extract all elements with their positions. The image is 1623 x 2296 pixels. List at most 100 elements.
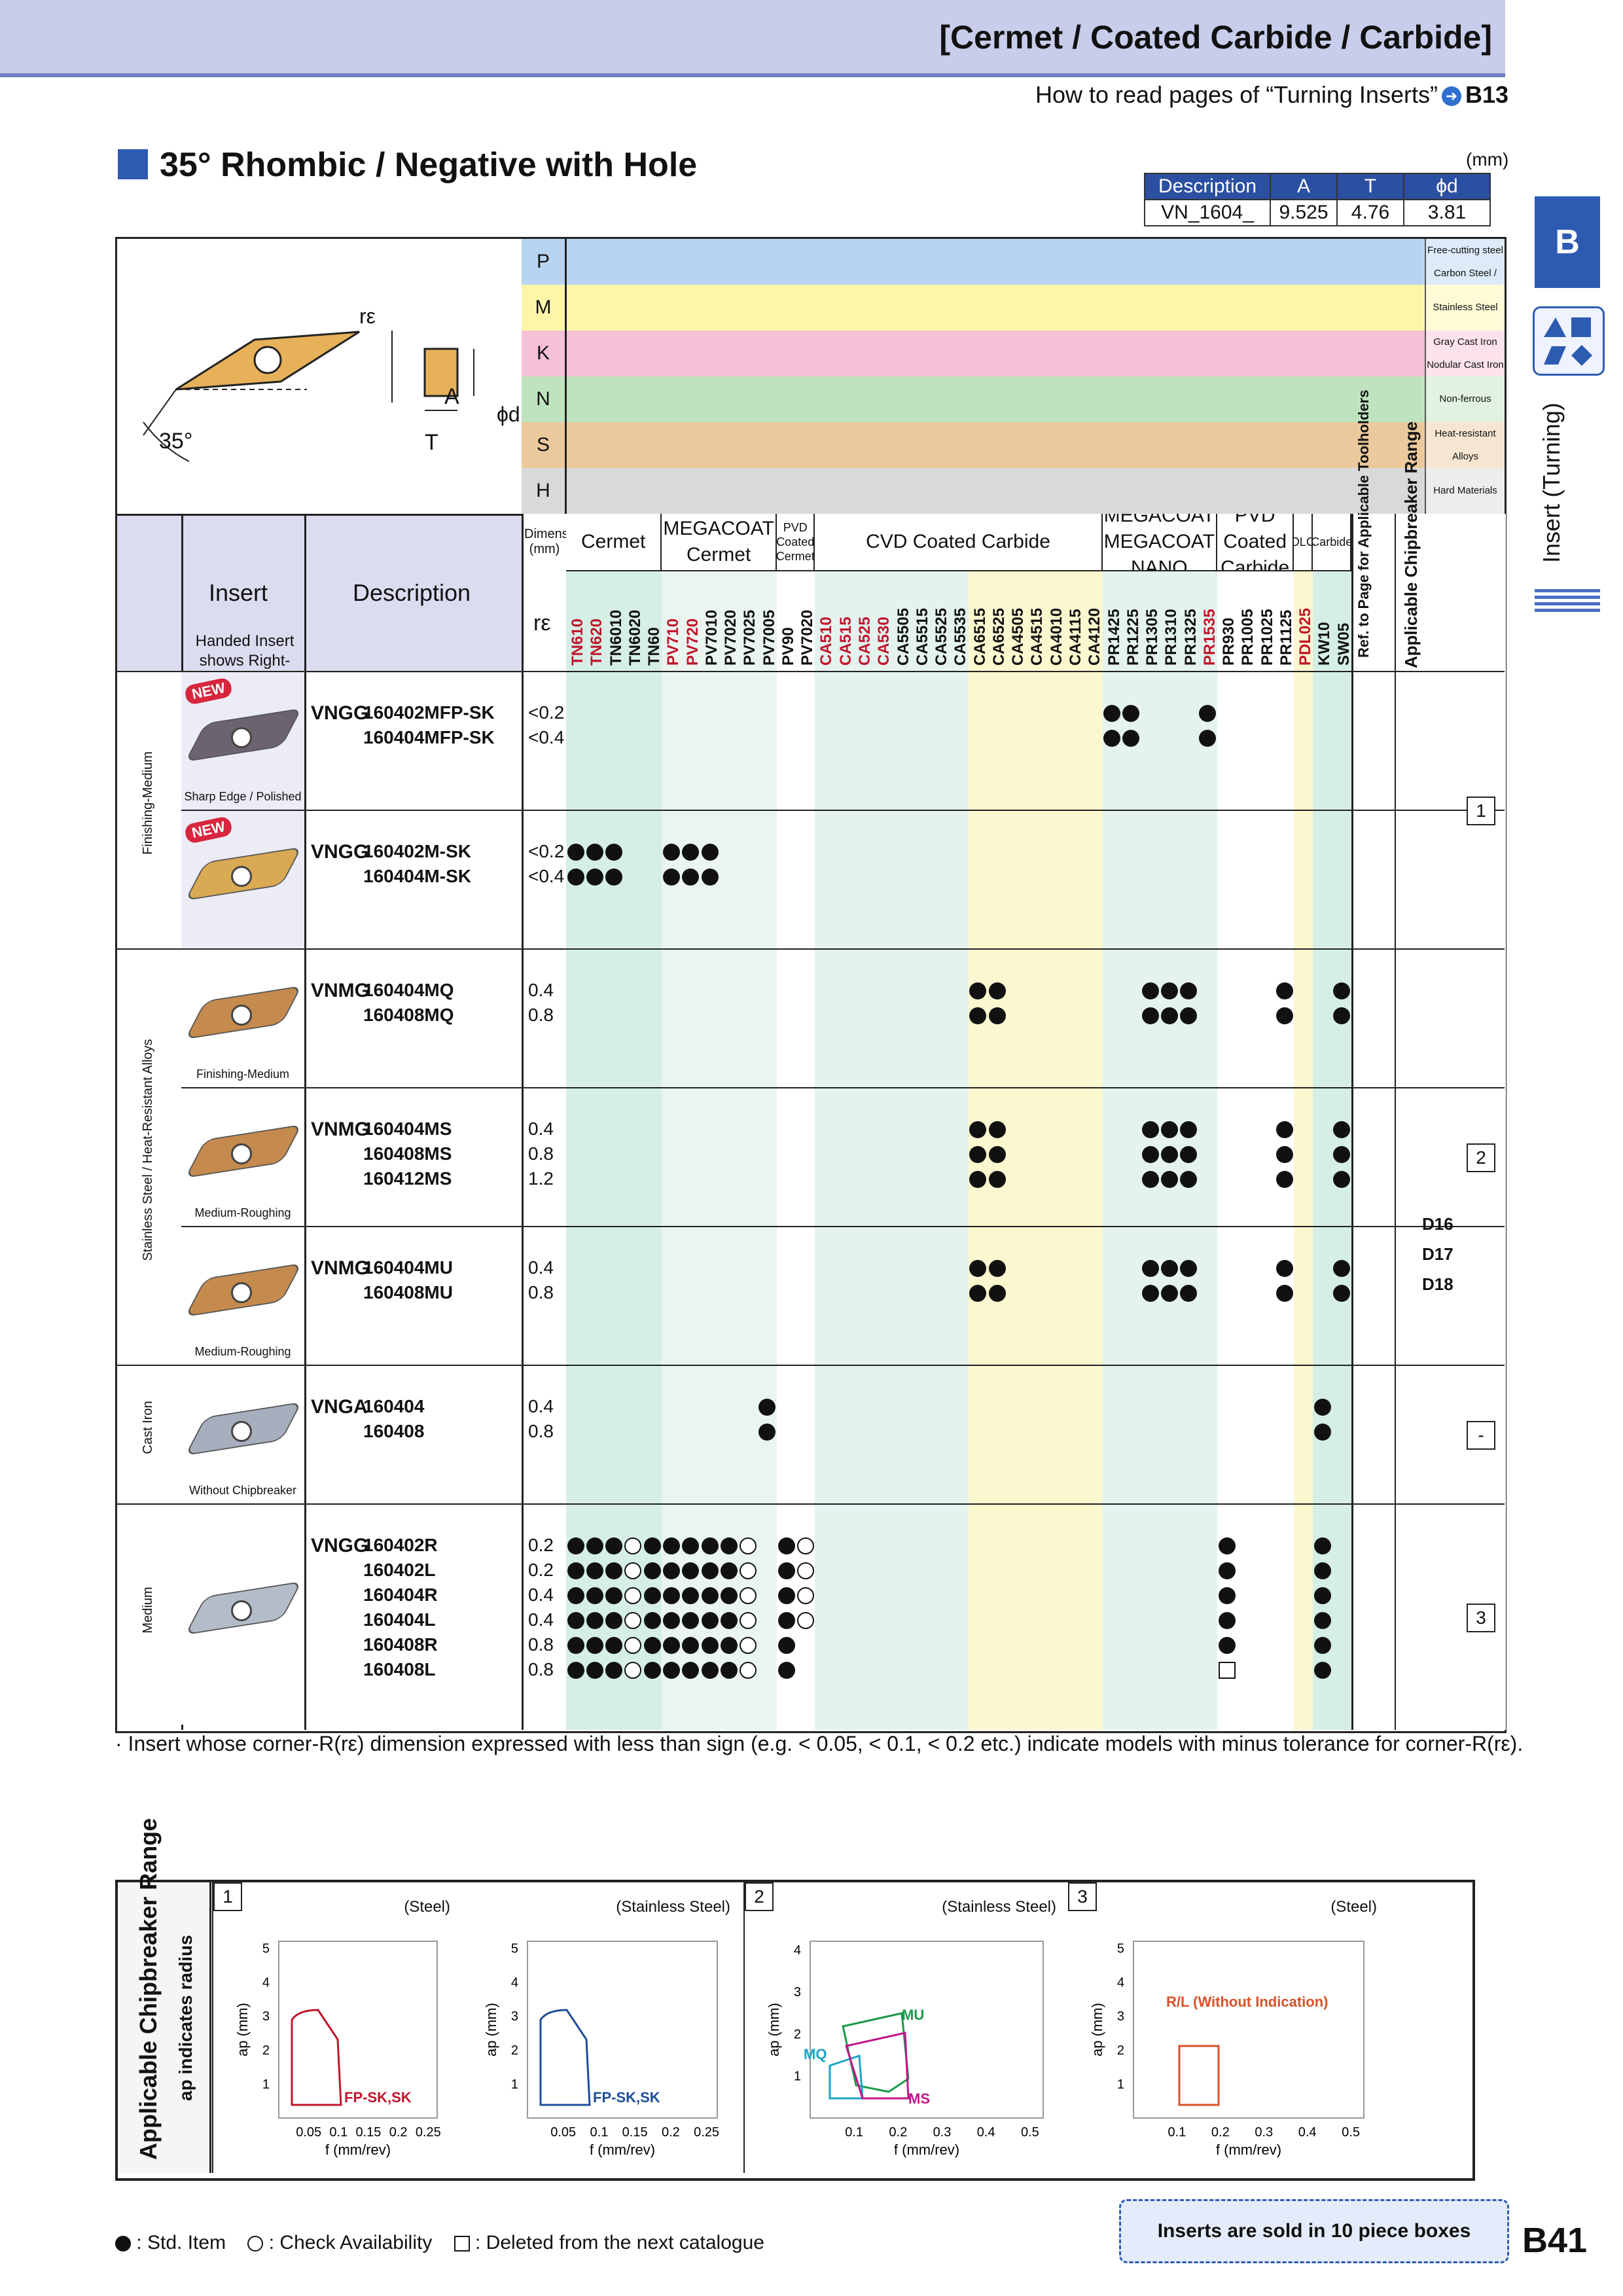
material-name-1: Free-cutting steel xyxy=(1427,245,1503,256)
range-mu xyxy=(842,2012,910,2093)
std-item-mark xyxy=(1314,1662,1332,1679)
std-item-mark xyxy=(1199,705,1217,722)
std-item-mark xyxy=(1275,1007,1293,1024)
range-mq xyxy=(829,2054,864,2100)
std-item-mark xyxy=(567,869,584,886)
category-cell xyxy=(117,948,181,1366)
range-label-mq: MQ xyxy=(804,2046,827,2062)
grade-group-header: DLC xyxy=(1294,514,1314,571)
grade-label: KW10 xyxy=(1315,622,1334,666)
std-item-mark xyxy=(682,1587,700,1604)
std-item-mark xyxy=(1141,1146,1159,1163)
std-item-mark xyxy=(1180,1285,1198,1302)
insert-prefix: VNGG xyxy=(311,1535,369,1556)
x-tick-label: 0.15 xyxy=(356,2125,382,2140)
insert-re: 0.8 xyxy=(528,1634,554,1655)
std-item-mark xyxy=(1141,982,1159,999)
x-tick-label: 0.25 xyxy=(416,2125,441,2140)
x-tick-label: 0.1 xyxy=(329,2125,348,2140)
std-item-mark xyxy=(605,1612,623,1629)
x-tick-label: 0.3 xyxy=(933,2125,952,2140)
check-availability-mark xyxy=(740,1637,757,1654)
std-item-mark xyxy=(1275,982,1293,999)
std-item-mark xyxy=(586,1562,603,1579)
y-axis-label: ap (mm) xyxy=(766,2003,782,2056)
range-ms xyxy=(845,2032,910,2100)
category-label: Cast Iron xyxy=(141,1401,155,1454)
grade-column xyxy=(1007,514,1027,1730)
insert-re: 0.2 xyxy=(528,1535,554,1555)
x-tick-label: 0.05 xyxy=(296,2125,321,2140)
std-item-mark xyxy=(720,1612,738,1629)
grade-label: CA4515 xyxy=(1028,607,1046,666)
std-item-mark xyxy=(662,1662,680,1679)
insert-prefix: VNMG xyxy=(311,1257,370,1279)
grade-column xyxy=(796,514,816,1730)
dim-header: Description xyxy=(1144,173,1271,200)
std-item-mark xyxy=(1314,1562,1332,1579)
std-item-mark xyxy=(1314,1537,1332,1554)
insert-drawing xyxy=(143,331,474,462)
material-name: Hard Materials xyxy=(1425,468,1505,514)
page-number: B41 xyxy=(1522,2221,1588,2260)
section-tab[interactable]: B xyxy=(1535,196,1600,288)
y-tick-label: 1 xyxy=(1117,2077,1124,2092)
std-item-mark xyxy=(586,1587,603,1604)
std-item-mark xyxy=(777,1537,795,1554)
std-item-mark xyxy=(777,1662,795,1679)
std-item-mark xyxy=(1199,730,1217,747)
std-item-mark xyxy=(969,1146,987,1163)
std-item-mark xyxy=(662,1537,680,1554)
std-item-mark xyxy=(1180,1260,1198,1277)
x-tick-label: 0.2 xyxy=(1211,2125,1230,2140)
x-tick-label: 0.4 xyxy=(1298,2125,1317,2140)
x-tick-label: 0.1 xyxy=(590,2125,609,2140)
grade-label: PV7020 xyxy=(798,609,817,666)
std-item-mark xyxy=(1314,1587,1332,1604)
insert-hole xyxy=(231,1421,252,1442)
insert-code: 160404MS xyxy=(363,1119,452,1139)
y-tick-label: 1 xyxy=(262,2077,270,2092)
insert-re: 0.8 xyxy=(528,1659,554,1679)
std-item-mark xyxy=(662,1587,680,1604)
std-item-mark xyxy=(1218,1612,1236,1629)
material-name-1: Gray Cast Iron xyxy=(1433,336,1497,348)
insert-code: 160404MU xyxy=(363,1257,453,1278)
std-item-mark xyxy=(701,844,719,861)
insert-hole xyxy=(231,1282,252,1303)
std-item-mark xyxy=(1160,1260,1178,1277)
check-availability-mark xyxy=(624,1612,642,1629)
std-item-mark xyxy=(1333,1285,1351,1302)
grade-column xyxy=(1255,514,1275,1730)
grade-label: CA4010 xyxy=(1047,607,1065,666)
check-availability-mark xyxy=(624,1662,642,1679)
insert-re: 0.8 xyxy=(528,1282,554,1302)
range-label: FP-SK,SK xyxy=(593,2089,660,2106)
std-item-mark xyxy=(1275,1146,1293,1163)
std-item-mark xyxy=(1122,730,1140,747)
material-code: S xyxy=(522,422,567,468)
check-availability-mark xyxy=(740,1562,757,1579)
grade-group-header: PVD Coated Carbide xyxy=(1217,514,1295,571)
std-item-mark xyxy=(682,1537,700,1554)
std-item-mark xyxy=(643,1537,661,1554)
grade-label: TN60 xyxy=(645,627,664,666)
std-item-mark xyxy=(1141,1007,1159,1024)
x-axis-label: f (mm/rev) xyxy=(590,2142,655,2158)
grade-label: PR1325 xyxy=(1181,609,1200,666)
reading-guide-link[interactable]: How to read pages of “Turning Inserts”➜B… xyxy=(1035,81,1508,109)
insert-code: 160408L xyxy=(363,1659,436,1679)
std-item-mark xyxy=(682,1612,700,1629)
dimension-header: Dimension (mm) xyxy=(524,527,586,556)
insert-code: 160412MS xyxy=(363,1168,452,1189)
range-mark: 3 xyxy=(1467,1604,1495,1632)
reading-guide-text: How to read pages of “Turning Inserts” xyxy=(1035,81,1438,108)
std-item-mark xyxy=(1314,1424,1332,1441)
insert-re: <0.2 xyxy=(528,841,565,861)
grade-label: PR1310 xyxy=(1162,609,1181,666)
grade-label: TN6010 xyxy=(607,609,625,666)
